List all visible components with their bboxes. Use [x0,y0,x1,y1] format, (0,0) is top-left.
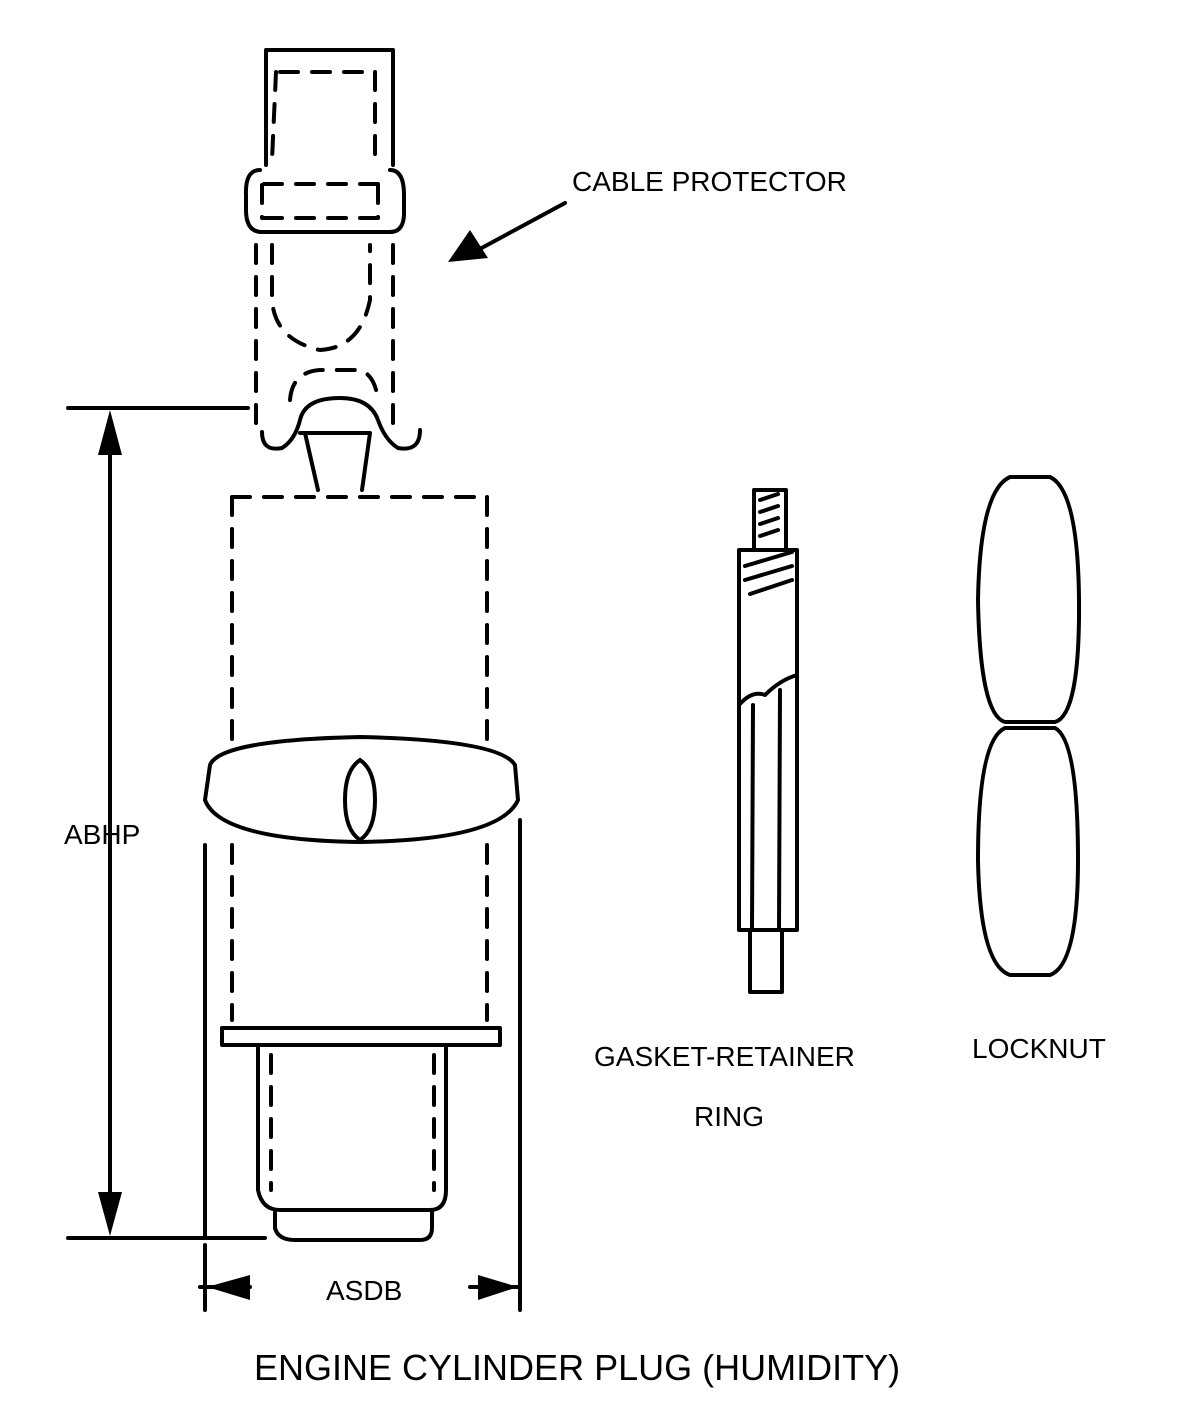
locknut-label: LOCKNUT [972,1033,1106,1064]
gasket-retainer-ring [737,488,799,994]
cable-protector-arrow [448,201,567,262]
diagram-title: ENGINE CYLINDER PLUG (HUMIDITY) [254,1347,901,1388]
locknut [976,475,1082,977]
cable-protector-label: CABLE PROTECTOR [572,166,847,197]
gasket-retainer-label-line1: GASKET-RETAINER [594,1041,855,1072]
height-dimension [66,406,267,1240]
width-dimension [198,818,522,1312]
cable-protector [243,48,422,492]
height-dimension-label: ABHP [64,819,141,850]
gasket-retainer-label-line2: RING [694,1101,764,1132]
width-dimension-label: ASDB [322,1275,407,1307]
plug-body [203,495,520,1242]
